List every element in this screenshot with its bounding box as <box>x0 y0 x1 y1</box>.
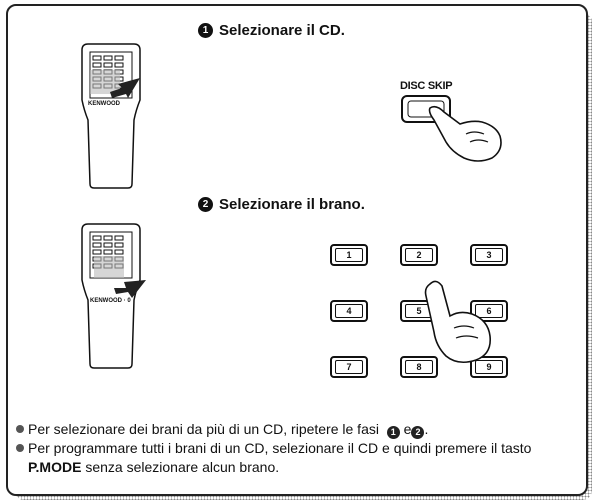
note-1-and: e <box>403 421 412 437</box>
key-8: 8 <box>400 356 438 378</box>
key-9: 9 <box>470 356 508 378</box>
remote-brand-label-2: KENWOOD · 0 <box>90 298 131 304</box>
remote-control-illustration-1 <box>81 43 141 189</box>
step1-badge: 1 <box>198 23 213 38</box>
step2-badge: 2 <box>198 197 213 212</box>
step1-title: 1 Selezionare il CD. <box>198 22 345 39</box>
note-2-end: senza selezionare alcun brano. <box>85 459 280 475</box>
remote-control-illustration-2 <box>81 223 146 369</box>
pmode-key-label: P.MODE <box>28 459 82 475</box>
note-1: Per selezionare dei brani da più di un C… <box>14 420 574 439</box>
note-2: Per programmare tutti i brani di un CD, … <box>14 439 574 477</box>
numeric-keypad: 1 2 3 4 5 6 7 8 9 <box>330 244 510 384</box>
key-2: 2 <box>400 244 438 266</box>
key-6: 6 <box>470 300 508 322</box>
bullet-icon <box>16 444 24 452</box>
note-1-text: Per selezionare dei brani da più di un C… <box>28 421 379 437</box>
note-2-text: Per programmare tutti i brani di un CD, … <box>28 440 532 456</box>
key-3: 3 <box>470 244 508 266</box>
disc-skip-illustration: DISC SKIP <box>400 80 478 138</box>
step2-title: 2 Selezionare il brano. <box>198 196 365 213</box>
key-4: 4 <box>330 300 368 322</box>
step2-title-text: Selezionare il brano. <box>219 196 365 213</box>
bullet-icon <box>16 425 24 433</box>
key-1: 1 <box>330 244 368 266</box>
notes-section: Per selezionare dei brani da più di un C… <box>14 420 574 477</box>
key-7: 7 <box>330 356 368 378</box>
hand-pressing-disc-skip-icon <box>401 95 502 162</box>
disc-skip-label: DISC SKIP <box>400 80 453 92</box>
remote-brand-label-1: KENWOOD <box>88 101 120 107</box>
note-1-end: . <box>424 421 429 437</box>
step-ref-1-icon: 1 <box>386 426 400 439</box>
hand-pressing-keypad-icon <box>424 280 492 364</box>
step-ref-2-icon: 2 <box>411 426 425 439</box>
step1-title-text: Selezionare il CD. <box>219 22 345 39</box>
